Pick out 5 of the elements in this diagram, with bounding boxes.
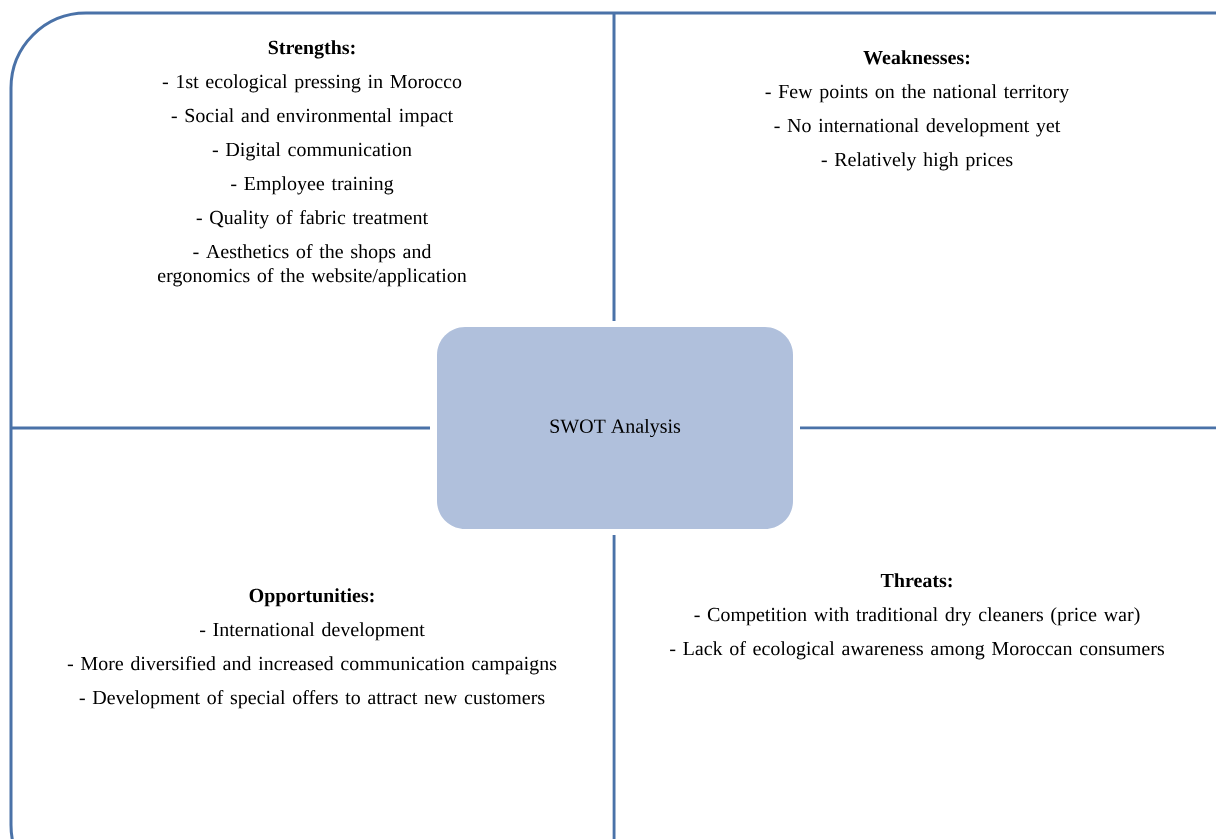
quadrant-text: Strengths: - 1st ecological pressing in Morocco - Social and environmental impact - Digital communication - Employee training - Quality of fabric treatment - Aesthetics of the shops and ergonomics of the website/application (158, 40, 467, 287)
quadrant-text: Weaknesses: - Few points on the national territory - No international development yet - Relatively high prices (765, 50, 1070, 171)
center-box: SWOT Analysis (437, 327, 793, 529)
quadrant-text: Opportunities: - International development - More diversified and increased communication campaigns - Development of special offers to attract new customers (67, 588, 557, 709)
quadrant-text: Threats: - Competition with traditional dry cleaners (price war) - Lack of ecological awareness among Moroccan consumers (670, 573, 1164, 660)
